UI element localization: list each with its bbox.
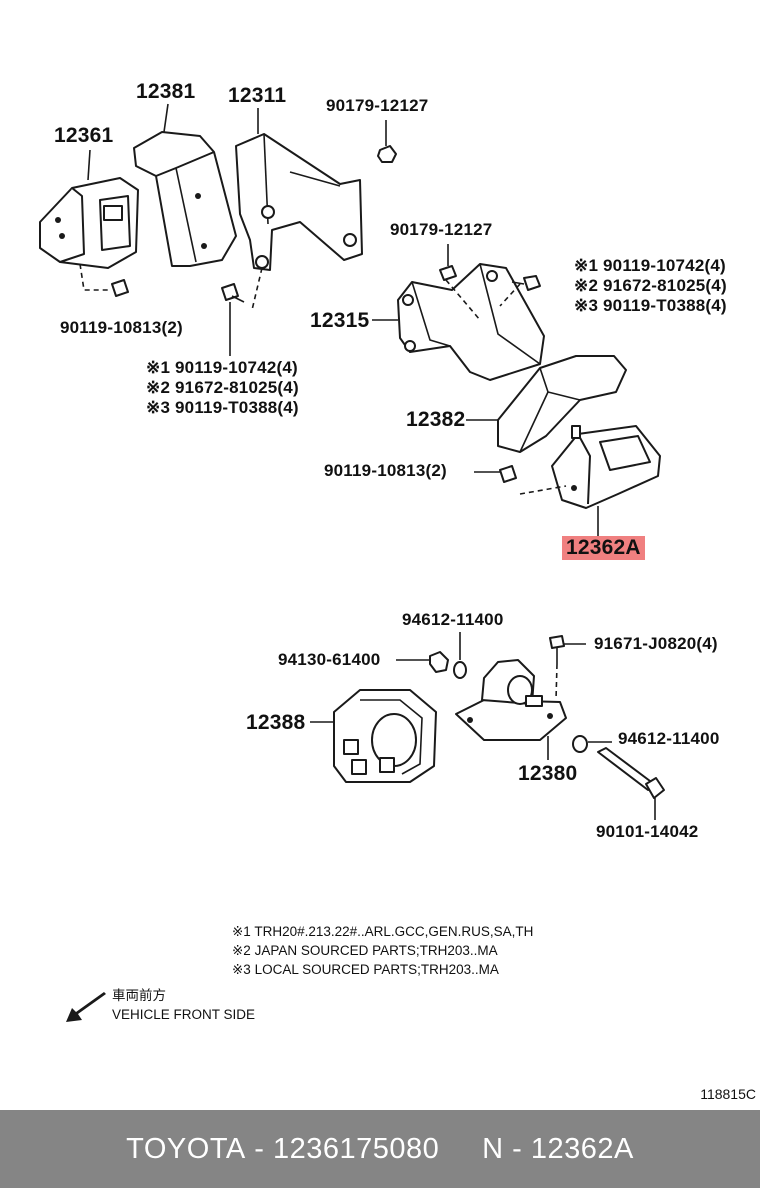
left-bolt-options: ※1 90119-10742(4) ※2 91672-81025(4) ※3 9…	[146, 358, 299, 418]
right-bolt-option-1: ※1 90119-10742(4)	[574, 256, 726, 275]
footer-gap	[439, 1133, 482, 1166]
label-90101: 90101-14042	[596, 822, 699, 841]
label-12388: 12388	[246, 711, 306, 734]
label-90119-10813-left: 90119-10813(2)	[60, 318, 183, 337]
left-bolt-option-2: ※2 91672-81025(4)	[146, 378, 299, 397]
label-12362A-highlighted[interactable]: 12362A	[562, 536, 645, 560]
right-bolt-option-2: ※2 91672-81025(4)	[574, 276, 727, 295]
arrow-down-left-icon	[66, 992, 106, 1022]
vehicle-front-legend: 車両前方 VEHICLE FRONT SIDE	[112, 986, 255, 1024]
label-91671: 91671-J0820(4)	[594, 634, 718, 653]
figure-code: 118815C	[700, 1086, 756, 1102]
part-12382-drawing	[497, 355, 627, 453]
footnotes: ※1 TRH20#.213.22#..ARL.GCC,GEN.RUS,SA,TH…	[232, 922, 533, 979]
front-label-jp: 車両前方	[112, 988, 166, 1003]
label-12311: 12311	[228, 84, 287, 107]
part-12380-drawing	[455, 659, 567, 741]
bolt-left-drawing	[221, 283, 245, 303]
parts-diagram: 12381 12311 12361 90179-12127 90179-1212…	[39, 80, 756, 1102]
part-12315-drawing	[397, 263, 545, 381]
part-12361-drawing	[39, 177, 139, 297]
footer-part-number: 1236175080	[273, 1132, 440, 1165]
footer-sep-1: -	[245, 1132, 274, 1165]
right-bolt-option-3: ※3 90119-T0388(4)	[574, 296, 727, 315]
nut-top-drawing	[377, 145, 397, 163]
left-bolt-option-3: ※3 90119-T0388(4)	[146, 398, 299, 417]
footnote-1: ※1 TRH20#.213.22#..ARL.GCC,GEN.RUS,SA,TH	[232, 924, 534, 939]
label-12382: 12382	[406, 408, 466, 431]
left-bolt-option-1: ※1 90119-10742(4)	[146, 358, 298, 377]
label-12361: 12361	[54, 124, 114, 147]
part-12311-drawing	[235, 133, 363, 311]
footer-ref: N - 12362A	[482, 1132, 634, 1165]
label-90179-top: 90179-12127	[326, 96, 429, 115]
label-94130: 94130-61400	[278, 650, 381, 669]
label-12381: 12381	[136, 80, 196, 103]
label-12315: 12315	[310, 309, 370, 332]
footer-brand: TOYOTA	[126, 1132, 246, 1165]
label-94612-right: 94612-11400	[618, 729, 720, 748]
footnote-3: ※3 LOCAL SOURCED PARTS;TRH203..MA	[232, 962, 499, 977]
footnote-2: ※2 JAPAN SOURCED PARTS;TRH203..MA	[232, 943, 498, 958]
label-12380: 12380	[518, 762, 578, 785]
label-90179-mid: 90179-12127	[390, 220, 493, 239]
bolt-90101-drawing	[597, 747, 665, 799]
label-90119-10813-right: 90119-10813(2)	[324, 461, 447, 480]
diagram-drawing	[39, 103, 665, 820]
part-12362A-drawing	[519, 425, 661, 509]
footer-bar: TOYOTA - 1236175080 N - 12362A	[0, 1110, 760, 1188]
label-94612-top: 94612-11400	[402, 610, 504, 629]
part-12388-drawing	[333, 689, 437, 783]
part-12381-drawing	[133, 131, 237, 267]
right-bolt-options: ※1 90119-10742(4) ※2 91672-81025(4) ※3 9…	[574, 256, 727, 316]
front-label-en: VEHICLE FRONT SIDE	[112, 1007, 256, 1022]
nut-bolt-91671-drawing	[549, 635, 586, 701]
